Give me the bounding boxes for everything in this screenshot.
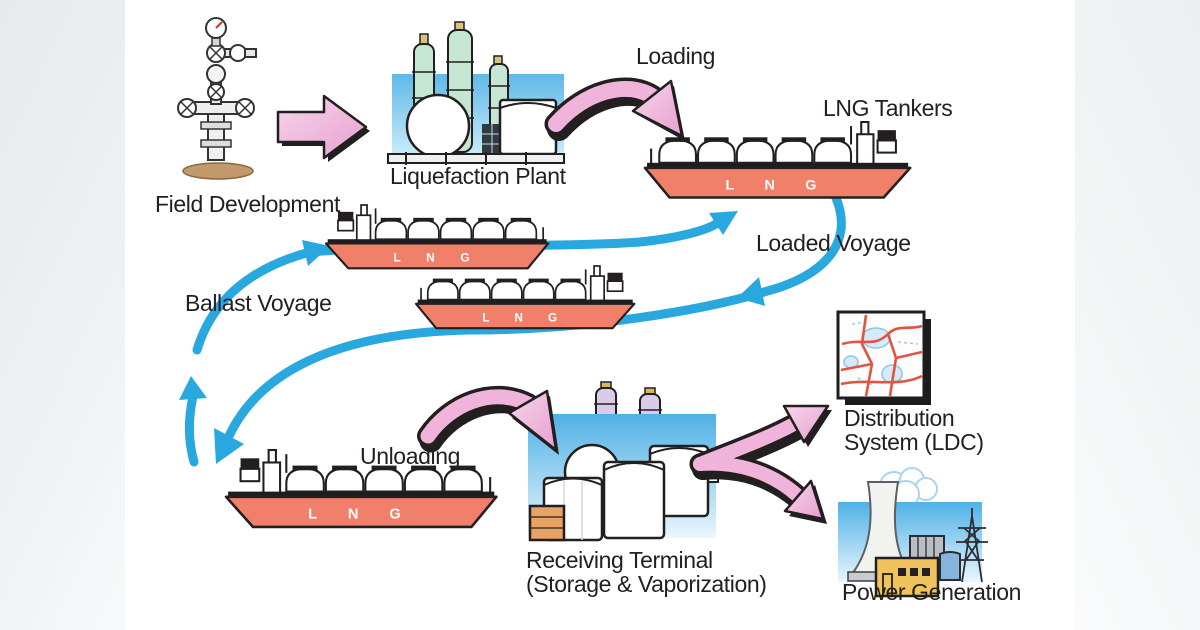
hull-label: L N G xyxy=(394,250,481,264)
hull-label: L N G xyxy=(726,177,830,193)
label-ballast-voyage: Ballast Voyage xyxy=(185,290,332,316)
hull-label: L N G xyxy=(308,507,414,523)
hull-label: L N G xyxy=(482,311,568,324)
power-plant-icon xyxy=(838,467,988,598)
loaded-end-arrowhead xyxy=(214,428,244,464)
voyage-arrowheads xyxy=(179,211,765,464)
label-distribution-system: Distribution System (LDC) xyxy=(844,406,984,454)
lng-tanker-bottom-left: L N G xyxy=(224,448,498,529)
label-receiving-terminal-line1: Receiving Terminal xyxy=(526,547,713,573)
ballast-up-arrowhead xyxy=(179,376,207,400)
label-loading: Loading xyxy=(636,43,716,69)
lng-tanker-mid-right: L N G xyxy=(414,264,636,330)
lng-tanker-top-right: L N G xyxy=(643,120,912,199)
field-to-plant-arrow xyxy=(276,94,370,162)
label-receiving-terminal-line2: (Storage & Vaporization) xyxy=(526,571,767,597)
ballast-mid-arrowhead xyxy=(302,240,330,266)
label-unloading: Unloading xyxy=(360,443,460,469)
label-lng-tankers: LNG Tankers xyxy=(823,95,953,121)
loaded-mid-arrowhead xyxy=(737,277,765,306)
label-distribution-line1: Distribution xyxy=(844,405,955,431)
right-margin-band xyxy=(1075,0,1200,630)
ballast-end-arrowhead xyxy=(709,211,738,235)
label-loaded-voyage: Loaded Voyage xyxy=(756,230,911,256)
receiving-terminal-tanks-icon xyxy=(528,381,719,542)
ballast-up-segment xyxy=(184,391,199,467)
loading-arrow xyxy=(544,77,685,141)
lng-tanker-mid-left: L N G xyxy=(324,203,550,270)
label-power-generation: Power Generation xyxy=(842,579,1021,605)
unloading-arrow xyxy=(417,385,559,455)
street-map-icon xyxy=(836,310,931,405)
label-receiving-terminal: Receiving Terminal (Storage & Vaporizati… xyxy=(526,548,767,596)
liquefaction-plant-icon xyxy=(387,21,565,165)
label-field-development: Field Development xyxy=(155,191,340,217)
branch-arrow xyxy=(689,404,832,524)
label-distribution-line2: System (LDC) xyxy=(844,429,984,455)
wellhead-derrick-icon xyxy=(177,17,257,180)
label-liquefaction-plant: Liquefaction Plant xyxy=(390,163,566,189)
left-margin-band xyxy=(0,0,125,630)
